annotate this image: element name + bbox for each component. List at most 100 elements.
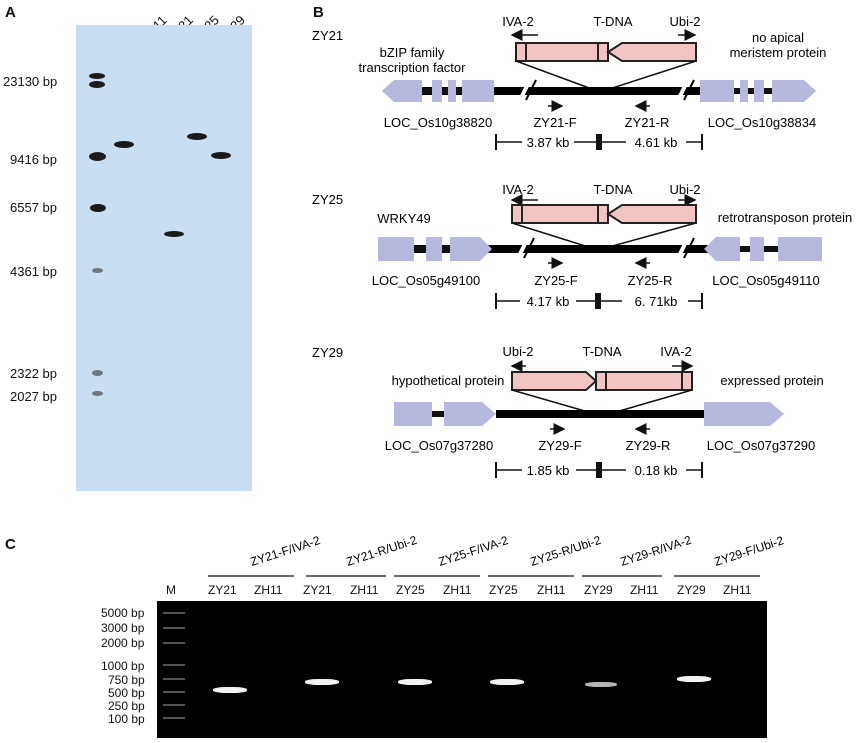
tdna-border bbox=[515, 42, 527, 62]
pcr-band bbox=[585, 682, 617, 687]
primer-group-label: ZY21-F/IVA-2 bbox=[249, 533, 323, 569]
tdna-box bbox=[511, 204, 609, 224]
tdna-box bbox=[515, 42, 609, 62]
blot-band bbox=[187, 133, 207, 140]
tdna-label: T-DNA bbox=[594, 182, 633, 197]
left-locus: LOC_Os05g49100 bbox=[372, 273, 480, 288]
pcr-band bbox=[677, 676, 711, 682]
rev-primer: ZY29-R bbox=[626, 438, 671, 453]
primer-group-headers: ZY21-F/IVA-2 ZY21-R/Ubi-2 ZY25-F/IVA-2 Z… bbox=[208, 533, 786, 577]
fwd-primer: ZY25-F bbox=[534, 273, 577, 288]
blot-band bbox=[211, 152, 231, 159]
fwd-primer: ZY29-F bbox=[538, 438, 581, 453]
marker-2322: 2322 bp bbox=[10, 366, 57, 381]
right-distance: 6. 71kb bbox=[635, 294, 678, 309]
lane-label: ZH11 bbox=[723, 583, 752, 597]
gene-exon bbox=[740, 80, 748, 102]
construct-zy29: ZY29 Ubi-2 T-DNA IVA-2 hypothetical prot… bbox=[312, 344, 824, 478]
chromosome-line bbox=[410, 87, 710, 95]
insertion-line bbox=[599, 60, 697, 93]
primer-group-label: ZY25-F/IVA-2 bbox=[437, 533, 511, 569]
ladder-band bbox=[163, 678, 185, 680]
ladder-band bbox=[163, 627, 185, 629]
marker-6557: 6557 bp bbox=[10, 200, 57, 215]
right-gene-desc: retrotransposon protein bbox=[718, 210, 852, 225]
primer-label-left: IVA-2 bbox=[502, 182, 534, 197]
gene-exon bbox=[450, 237, 492, 261]
tdna-arrow-box bbox=[511, 371, 598, 391]
chromosome-line bbox=[496, 410, 706, 418]
pcr-band bbox=[305, 679, 339, 685]
pcr-band bbox=[398, 679, 432, 685]
primer-label-right: IVA-2 bbox=[660, 344, 692, 359]
ladder-band bbox=[163, 704, 185, 706]
right-distance: 4.61 kb bbox=[635, 135, 678, 150]
ladder-band bbox=[163, 691, 185, 693]
chromosome-line bbox=[410, 245, 710, 253]
left-distance: 4.17 kb bbox=[527, 294, 570, 309]
fwd-primer: ZY21-F bbox=[533, 115, 576, 130]
lane-label: ZY25 bbox=[489, 583, 518, 597]
gene-exon bbox=[754, 80, 764, 102]
pcr-gel bbox=[157, 601, 767, 738]
tdna-label: T-DNA bbox=[583, 344, 622, 359]
primer-group-1: ZY21-F/IVA-2 bbox=[208, 533, 323, 577]
left-locus: LOC_Os07g37280 bbox=[385, 438, 493, 453]
lane-label: ZY29 bbox=[584, 583, 613, 597]
gene-exon bbox=[772, 80, 816, 102]
panel-c-label: C bbox=[5, 536, 16, 553]
gene-exon bbox=[382, 80, 422, 102]
gene-exon bbox=[704, 237, 740, 261]
marker-lane-label: M bbox=[166, 583, 176, 597]
pcr-band bbox=[490, 679, 524, 685]
blot-band bbox=[92, 268, 103, 273]
ladder-band bbox=[163, 664, 185, 666]
blot-band bbox=[92, 370, 103, 376]
gene-exon bbox=[444, 402, 496, 426]
gene-exon bbox=[462, 80, 494, 102]
lane-label: ZY25 bbox=[396, 583, 425, 597]
ladder-band bbox=[163, 642, 185, 644]
lane-label: ZH11 bbox=[537, 583, 566, 597]
rev-primer: ZY21-R bbox=[625, 115, 670, 130]
gene-exon bbox=[448, 80, 456, 102]
lane-label: ZH11 bbox=[254, 583, 283, 597]
construct-zy25: ZY25 IVA-2 T-DNA Ubi-2 WRKY49 retrotrans… bbox=[312, 182, 852, 309]
primer-group-label: ZY29-F/Ubi-2 bbox=[713, 533, 786, 569]
size-label: 500 bp bbox=[108, 686, 145, 700]
right-locus: LOC_Os10g38834 bbox=[708, 115, 816, 130]
primer-group-2: ZY21-R/Ubi-2 bbox=[306, 533, 419, 577]
size-label: 2000 bp bbox=[101, 636, 145, 650]
panel-b-label: B bbox=[313, 4, 324, 21]
gene-exon bbox=[378, 237, 414, 261]
tdna-arrow-box bbox=[606, 42, 697, 62]
blot-band bbox=[164, 231, 184, 237]
lane-label: ZH11 bbox=[443, 583, 472, 597]
tdna-label: T-DNA bbox=[594, 14, 633, 29]
lane-label: ZY21 bbox=[208, 583, 237, 597]
primer-label-right: Ubi-2 bbox=[669, 14, 700, 29]
construct-id: ZY21 bbox=[312, 28, 343, 43]
pcr-band bbox=[213, 687, 247, 693]
blot-band bbox=[89, 73, 105, 79]
size-label: 5000 bp bbox=[101, 606, 145, 620]
gene-exon bbox=[394, 402, 432, 426]
panel-a-label: A bbox=[5, 4, 16, 21]
left-distance: 1.85 kb bbox=[527, 463, 570, 478]
left-gene-desc: WRKY49 bbox=[377, 211, 430, 226]
construct-id: ZY25 bbox=[312, 192, 343, 207]
left-gene-desc: hypothetical protein bbox=[392, 373, 505, 388]
size-label: 250 bp bbox=[108, 699, 145, 713]
blot-band bbox=[89, 152, 106, 161]
left-distance: 3.87 kb bbox=[527, 135, 570, 150]
primer-label-right: Ubi-2 bbox=[669, 182, 700, 197]
construct-id: ZY29 bbox=[312, 345, 343, 360]
gene-exon bbox=[778, 237, 822, 261]
marker-2027: 2027 bp bbox=[10, 389, 57, 404]
gene-exon bbox=[750, 237, 764, 261]
right-locus: LOC_Os05g49110 bbox=[712, 273, 819, 288]
